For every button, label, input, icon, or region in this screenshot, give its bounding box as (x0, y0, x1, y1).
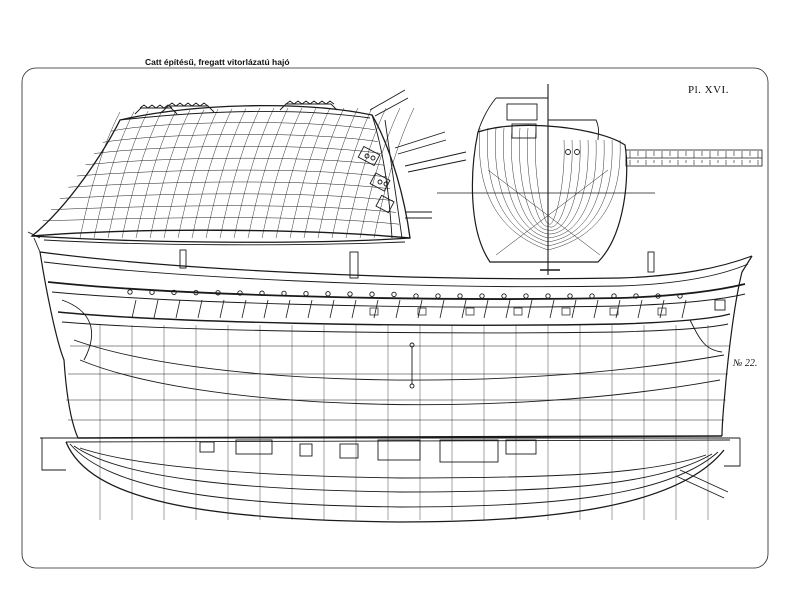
plan-caption: Catt építésű, fregatt vitorlázatú hajó (145, 57, 290, 67)
perspective-hull-view (27, 89, 467, 246)
sheet-border (21, 67, 769, 569)
body-plan-view (437, 84, 655, 275)
half-breadth-plan-view (40, 437, 741, 523)
side-elevation-view (33, 237, 753, 443)
scale-bar (625, 149, 763, 167)
sheet-number: № 22. (733, 358, 758, 369)
plate-label: Pl. XVI. (688, 84, 729, 96)
